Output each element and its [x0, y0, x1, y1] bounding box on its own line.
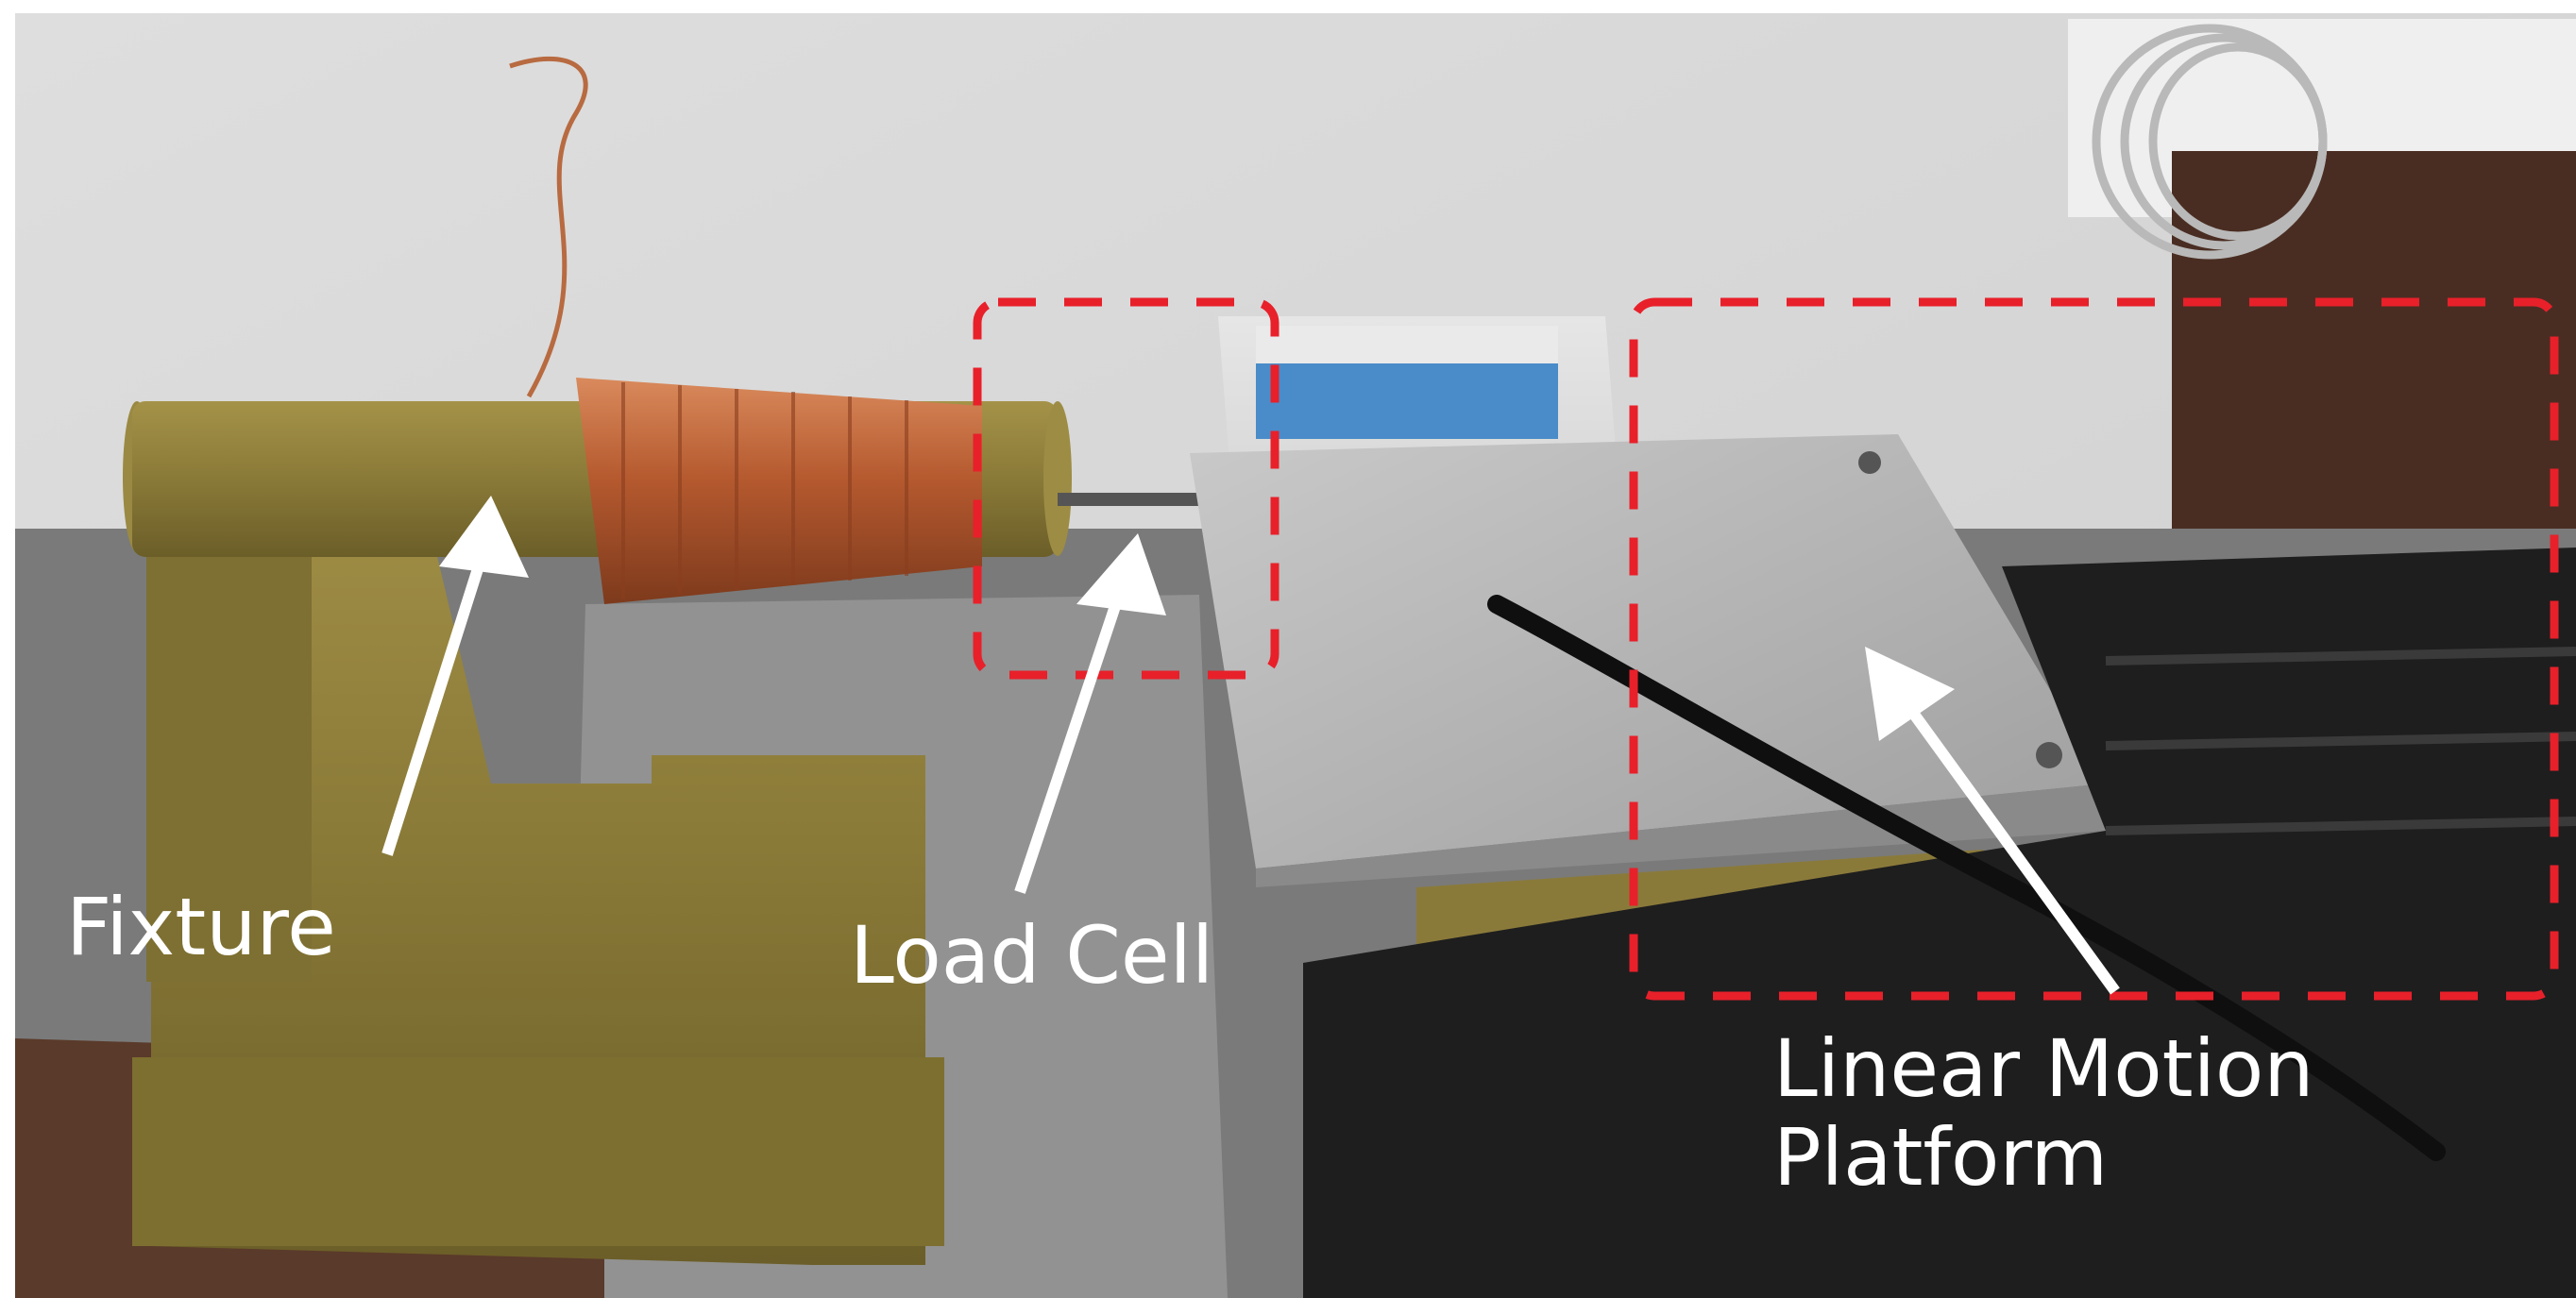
copper-coil: [509, 56, 982, 604]
platform-label-line2: Platform: [1773, 1111, 2109, 1205]
platform-label-line1: Linear Motion: [1773, 1022, 2314, 1115]
load-cell-cable: [1487, 595, 2446, 1161]
fixture-label: Fixture: [66, 881, 336, 973]
load-cell-label: Load Cell: [850, 909, 1214, 1002]
connecting-shaft: [1058, 493, 1237, 506]
dark-shelf: [2172, 151, 2576, 566]
platform-arrow: [1865, 647, 2120, 995]
cable-coil: [2092, 24, 2328, 260]
fixture-arrow: [381, 496, 529, 856]
load-cell-arrow: [1014, 533, 1166, 894]
top-white-border: [0, 0, 2576, 13]
linear-motion-platform-label: Linear Motion Platform: [1773, 1024, 2314, 1202]
linear-rail: [1303, 548, 2576, 1298]
left-white-border: [0, 0, 15, 1298]
brass-fixture: [123, 401, 1072, 1265]
